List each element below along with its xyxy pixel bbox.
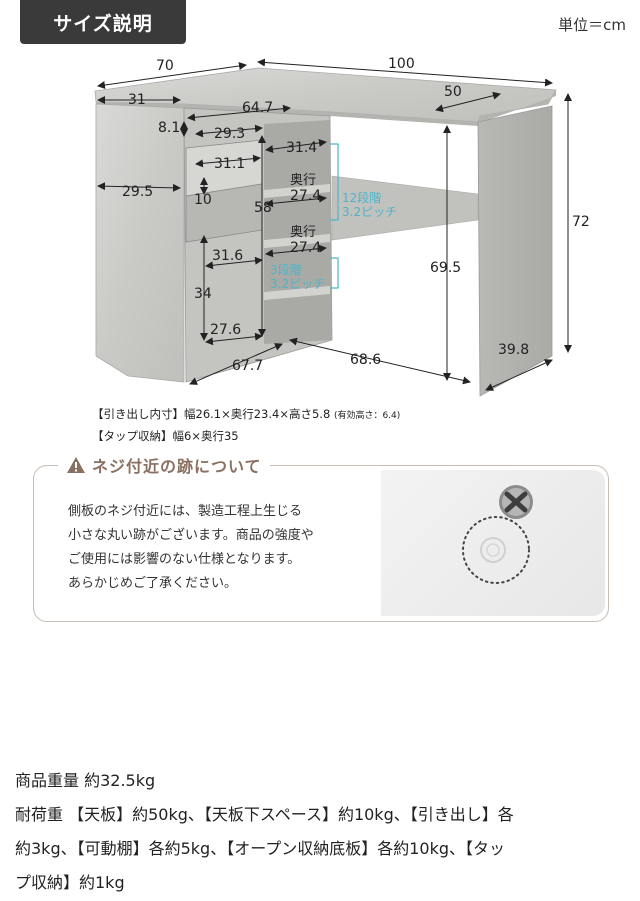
dim-drawer-width: 29.3 [214,126,245,142]
dim-depth-label-2: 奥行 [290,225,316,240]
drawer-inner-value: 幅26.1×奥行23.4×高さ5.8 [184,407,331,421]
screw-notice-title: ネジ付近の跡について [92,457,262,476]
dim-base-right: 68.6 [350,352,381,368]
drawer-inner-label: 【引き出し内寸】 [92,407,184,421]
unit-label: 単位＝cm [558,16,626,34]
shelf-pitch-2: 3.2ピッチ [270,277,325,291]
shelf-steps-2: 3段階 [270,262,302,277]
left-side-panel [95,103,185,383]
shelf-pitch-1: 3.2ピッチ [342,205,397,219]
dim-leg-depth: 39.8 [498,342,529,358]
load-capacity-line: 耐荷重 【天板】約50kg、【天板下スペース】約10kg、【引き出し】各 [15,805,514,824]
load-capacity-line: 約3kg、【可動棚】各約5kg、【オープン収納底板】各約10kg、【タッ [15,839,506,858]
screw-icon [499,485,533,519]
dim-inner-width: 64.7 [242,100,273,116]
dim-height-inner: 58 [254,200,272,216]
dim-left-depth-top: 31 [128,92,146,108]
drawer-effective-height: (有効高さ：6.4) [333,411,401,421]
screw-line: 小さな丸い跡がございます。商品の強度や [68,528,314,543]
dim-top-depth-left: 70 [156,58,174,74]
size-title-badge: サイズ説明 [20,0,186,44]
tap-storage-note: 【タップ収納】幅6×奥行35 [92,429,239,443]
dim-lower-depth: 27.6 [210,322,241,338]
screw-mark-photo [381,470,605,616]
inner-size-notes: 【引き出し内寸】幅26.1×奥行23.4×高さ5.8 (有効高さ：6.4) 【タ… [92,404,400,446]
screw-line: あらかじめご了承ください。 [68,576,238,591]
screw-mark-circle-icon [462,516,530,584]
dim-depth-label-1: 奥行 [290,173,316,188]
dim-leg-height: 69.5 [430,260,461,276]
shelf-steps-1: 12段階 [342,190,381,205]
load-capacity-line: プ収納】約1kg [15,873,125,892]
dim-total-height: 72 [572,214,590,230]
warning-icon [67,457,85,473]
dim-top-width: 100 [388,56,415,72]
dim-base-left: 67.7 [232,358,263,374]
dim-lower-width: 31.6 [212,248,243,264]
screw-notice-header: ネジ付近の跡について [58,452,270,478]
dim-lower-height: 34 [194,286,212,302]
desk-dimension-diagram: 70 100 50 31 64.7 8.1 29.3 31.1 29.5 10 … [94,56,590,397]
product-weight: 商品重量 約32.5kg [15,771,156,790]
screw-line: ご使用には影響のない仕様となります。 [68,552,301,567]
dim-right-depth: 50 [444,84,462,100]
dim-shelf-depth-1: 27.4 [290,188,321,204]
right-leg-panel [477,105,553,397]
screw-notice-text: 側板のネジ付近には、製造工程上生じる 小さな丸い跡がございます。商品の強度や ご… [68,500,314,596]
dim-shelf-depth-2: 27.4 [290,240,321,256]
dim-side-depth: 29.5 [122,184,153,200]
dim-drawer-gap: 10 [194,192,212,208]
weight-capacity-info: 商品重量 約32.5kg 耐荷重 【天板】約50kg、【天板下スペース】約10k… [15,764,627,900]
dim-drawer-height: 8.1 [158,120,180,136]
screw-line: 側板のネジ付近には、製造工程上生じる [68,504,303,519]
dim-shelf-width: 31.4 [286,140,317,156]
dim-drawer-inner: 31.1 [214,156,245,172]
